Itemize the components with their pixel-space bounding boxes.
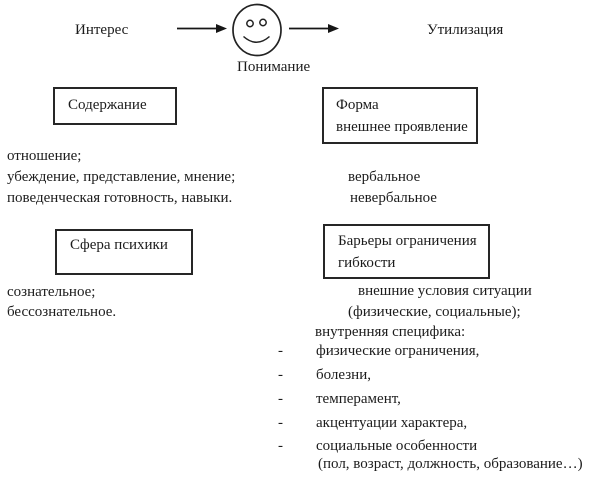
bullet-dash-icon: -: [278, 343, 283, 359]
barriers-text-line: (физические, социальные);: [348, 304, 521, 320]
utilization-label: Утилизация: [427, 22, 504, 38]
psyche-list-item: сознательное;: [7, 284, 96, 300]
right-arrow-icon: [289, 24, 339, 33]
barriers-text-line: внешние условия ситуации: [358, 283, 532, 299]
bullet-dash-icon: -: [278, 391, 283, 407]
right-arrow-icon: [177, 24, 227, 33]
content-list-item: убеждение, представление, мнение;: [7, 169, 236, 185]
bullet-dash-icon: -: [278, 367, 283, 383]
content-box-label: Содержание: [68, 97, 147, 113]
barriers-box-label-line2: гибкости: [338, 255, 396, 271]
barriers-box: Барьеры ограничения гибкости: [323, 224, 490, 279]
interest-label: Интерес: [75, 22, 129, 38]
form-box-label-line1: Форма: [336, 97, 379, 113]
barriers-bullet-item: социальные особенности: [316, 438, 478, 454]
content-list-item: отношение;: [7, 148, 82, 164]
smiley-face-icon: [232, 3, 282, 57]
barriers-box-label-line1: Барьеры ограничения: [338, 233, 477, 249]
content-list-item: поведенческая готовность, навыки.: [7, 190, 233, 206]
barriers-bullet-item: физические ограничения,: [316, 343, 480, 359]
form-box-label-line2: внешнее проявление: [336, 119, 468, 135]
barriers-bullet-item: акцентуации характера,: [316, 415, 468, 431]
barriers-bullet-item: болезни,: [316, 367, 371, 383]
bullet-dash-icon: -: [278, 415, 283, 431]
understanding-caption: Понимание: [237, 59, 311, 75]
psyche-box-label: Сфера психики: [70, 237, 168, 253]
psyche-list-item: бессознательное.: [7, 304, 117, 320]
content-box: Содержание: [53, 87, 177, 125]
form-list-item: вербальное: [348, 169, 421, 185]
bullet-dash-icon: -: [278, 438, 283, 454]
barriers-bullet-note: (пол, возраст, должность, образование…): [318, 456, 583, 472]
barriers-bullet-item: темперамент,: [316, 391, 401, 407]
form-list-item: невербальное: [350, 190, 437, 206]
psyche-box: Сфера психики: [55, 229, 193, 275]
barriers-text-line: внутренняя специфика:: [315, 324, 466, 340]
form-box: Форма внешнее проявление: [322, 87, 478, 144]
